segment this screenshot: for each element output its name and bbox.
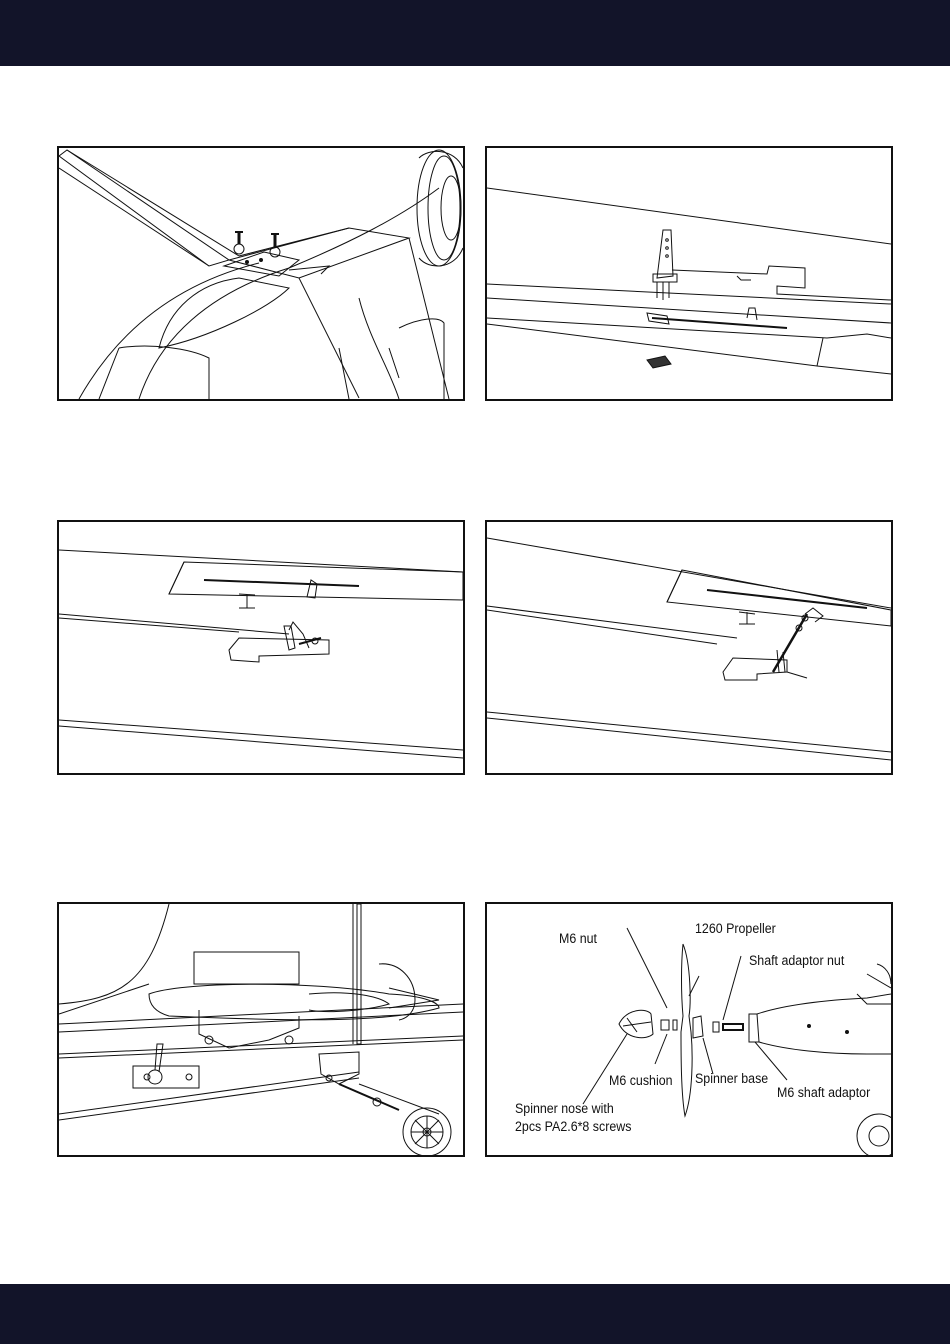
canopy-screws-illustration [59, 148, 463, 399]
wing-horn-illustration [487, 148, 891, 399]
figure-aileron-horn [57, 520, 465, 775]
label-propeller: 1260 Propeller [695, 920, 776, 937]
figure-wing-control-horn [485, 146, 893, 401]
figure-canopy-screws [57, 146, 465, 401]
label-shaft-adaptor-nut: Shaft adaptor nut [749, 952, 844, 969]
figure-tail-servo-linkage [57, 902, 465, 1157]
label-m6-shaft-adaptor: M6 shaft adaptor [777, 1084, 870, 1101]
header-band [0, 0, 950, 66]
tail-servo-illustration [59, 904, 463, 1155]
label-m6-cushion: M6 cushion [609, 1072, 673, 1089]
aileron-horn-illustration [59, 522, 463, 773]
footer-band [0, 1284, 950, 1344]
figure-aileron-linkage [485, 520, 893, 775]
label-spinner-base: Spinner base [695, 1070, 768, 1087]
label-spinner-nose-line1: Spinner nose with [515, 1100, 614, 1117]
figure-propeller-assembly: M6 nut 1260 Propeller Shaft adaptor nut … [485, 902, 893, 1157]
label-spinner-nose-line2: 2pcs PA2.6*8 screws [515, 1118, 631, 1135]
aileron-linkage-illustration [487, 522, 891, 773]
label-m6-nut: M6 nut [559, 930, 597, 947]
